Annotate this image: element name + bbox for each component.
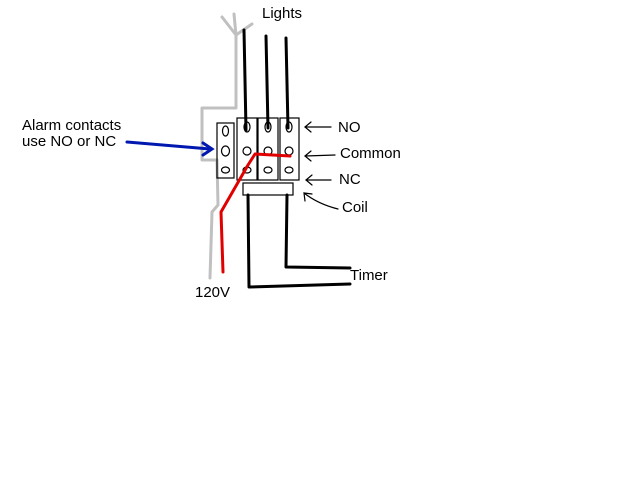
light-wire-2: [264, 34, 270, 130]
alarm-contacts-label: Alarm contacts use NO or NC: [22, 118, 121, 150]
timer-label: Timer: [350, 267, 388, 284]
alarm-contact-block: [216, 122, 235, 179]
coil-box: [242, 182, 294, 196]
label-arrows: [303, 121, 339, 210]
lights-label: Lights: [262, 5, 303, 22]
alarm-arrow: [125, 140, 215, 157]
alarm-label-line-2: use NO or NC: [22, 133, 117, 150]
neutral-wire: [200, 12, 254, 280]
supply-voltage-label: 120V: [195, 284, 231, 301]
coil-label: Coil: [342, 199, 368, 216]
alarm-label-line-1: Alarm contacts: [22, 117, 122, 134]
common-arrow: [304, 150, 336, 162]
light-wires: [242, 28, 290, 132]
coil-arrow: [303, 192, 339, 210]
light-wire-1: [242, 28, 248, 132]
no-label: NO: [338, 119, 361, 136]
nc-label: NC: [339, 171, 361, 188]
timer-wires: [246, 193, 352, 289]
no-arrow: [304, 121, 332, 133]
hot-wire: [219, 152, 292, 274]
relay-block: [236, 117, 300, 181]
light-wire-3: [284, 36, 290, 130]
common-label: Common: [340, 145, 401, 162]
nc-arrow: [305, 174, 332, 186]
